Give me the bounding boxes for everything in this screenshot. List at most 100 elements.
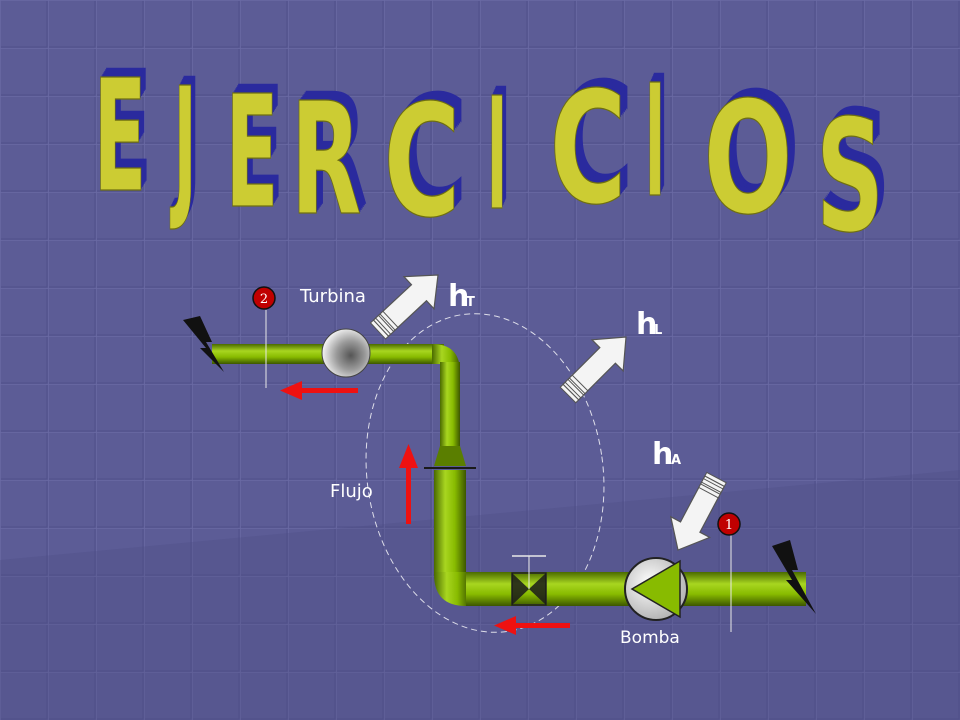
svg-text:C: C (389, 66, 466, 246)
svg-text:R: R (297, 61, 368, 241)
svg-text:I: I (645, 51, 665, 231)
svg-text:I: I (487, 65, 507, 245)
svg-text:I: I (489, 59, 509, 239)
svg-text:I: I (647, 46, 667, 226)
svg-text:R: R (295, 65, 366, 245)
svg-text:J: J (170, 54, 197, 235)
svg-text:O: O (708, 63, 797, 243)
svg-text:I: I (489, 61, 509, 241)
hL-base: h (636, 307, 657, 342)
svg-text:R: R (293, 68, 364, 248)
flow-arrows (280, 381, 570, 635)
point-1-label: 1 (725, 518, 733, 533)
energy-arrow-hL (559, 336, 627, 404)
valve (511, 555, 547, 606)
pump-triangle (630, 559, 681, 619)
svg-text:J: J (174, 46, 201, 227)
svg-text:E: E (229, 56, 282, 237)
svg-text:I: I (649, 43, 669, 223)
svg-text:I: I (645, 52, 665, 232)
svg-text:S: S (817, 86, 885, 266)
svg-text:C: C (552, 56, 629, 236)
svg-text:E: E (93, 46, 146, 227)
hA-sub: A (671, 453, 681, 468)
svg-text:E: E (96, 41, 149, 222)
pump-label: Bomba (620, 628, 680, 648)
svg-text:S: S (821, 80, 889, 260)
svg-text:O: O (706, 66, 795, 246)
hA-label: h A (652, 437, 681, 472)
hT-sub: T (466, 295, 475, 310)
svg-text:O: O (710, 61, 799, 241)
flow-label: Flujo (330, 481, 373, 502)
svg-text:O: O (711, 60, 800, 240)
svg-text:C: C (557, 50, 634, 230)
svg-text:E: E (95, 43, 148, 224)
svg-text:E: E (225, 62, 278, 243)
turbine (321, 328, 371, 378)
svg-text:C: C (386, 69, 463, 249)
svg-text:J: J (174, 44, 201, 225)
svg-text:S: S (819, 83, 887, 263)
svg-text:O: O (707, 65, 796, 245)
svg-text:E: E (94, 44, 147, 225)
point-2-label: 2 (260, 292, 268, 307)
svg-text:I: I (490, 58, 510, 238)
svg-text:C: C (555, 53, 632, 233)
svg-text:I: I (647, 48, 667, 228)
svg-text:E: E (227, 59, 280, 240)
svg-text:J: J (172, 49, 199, 230)
hL-label: h L (636, 307, 662, 342)
svg-text:E: E (231, 53, 284, 234)
svg-text:E: E (228, 57, 281, 238)
point-1-marker (717, 512, 741, 536)
hL-sub: L (654, 323, 662, 338)
hT-label: h T (448, 279, 475, 314)
svg-text:E: E (99, 37, 152, 218)
pipe-reducer (434, 446, 466, 466)
svg-text:I: I (648, 45, 668, 225)
svg-text:S: S (818, 85, 886, 265)
point-2-marker (252, 286, 276, 310)
svg-text:C: C (551, 58, 628, 238)
svg-text:S: S (816, 88, 884, 268)
svg-text:O: O (703, 69, 792, 249)
svg-text:C: C (387, 68, 464, 248)
svg-text:C: C (549, 59, 626, 239)
svg-text:I: I (488, 62, 508, 242)
svg-text:I: I (646, 49, 666, 229)
svg-text:E: E (98, 38, 151, 219)
hA-base: h (652, 437, 673, 472)
svg-text:J: J (171, 52, 198, 233)
svg-text:I: I (491, 56, 511, 236)
svg-text:E: E (97, 40, 150, 221)
open-end-right-icon (772, 540, 816, 614)
svg-text:S: S (820, 82, 888, 262)
svg-text:J: J (173, 47, 200, 228)
energy-arrow-hA (669, 471, 727, 551)
svg-text:O: O (705, 68, 794, 248)
svg-text:C: C (390, 64, 467, 244)
svg-text:I: I (487, 64, 507, 244)
svg-text:C: C (391, 63, 468, 243)
control-volume (365, 313, 605, 633)
pipe-vertical-lower (434, 470, 466, 574)
svg-text:S: S (823, 78, 891, 258)
svg-text:R: R (294, 66, 365, 246)
pipe-vertical-upper (440, 362, 460, 446)
svg-text:R: R (291, 71, 362, 251)
open-end-left-icon (183, 316, 224, 372)
svg-text:C: C (556, 51, 633, 231)
svg-text:C: C (383, 72, 460, 252)
